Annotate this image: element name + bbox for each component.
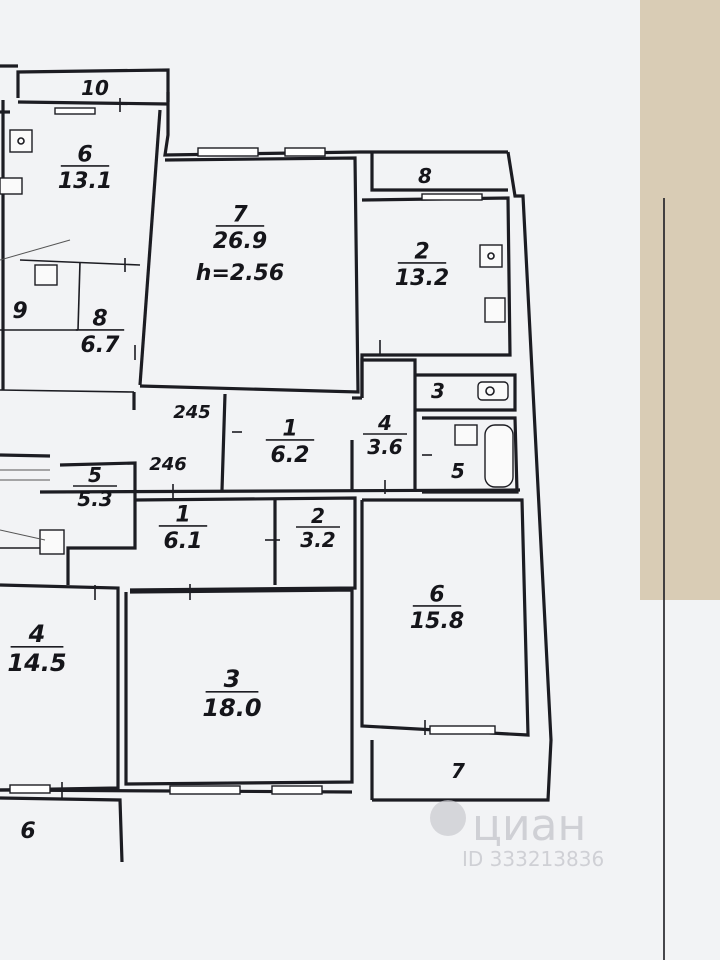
fixture-detail [17, 137, 25, 145]
balcony-8-wall [370, 152, 508, 192]
outer-wall-top [163, 92, 508, 157]
room-area: 3.6 [367, 435, 403, 459]
room5-walls [422, 416, 519, 494]
corridor-top-wall [0, 389, 135, 393]
door-marks [61, 98, 432, 798]
room-number: 5 [451, 459, 465, 483]
kitchen-sink-icon [479, 244, 503, 268]
room7-walls [139, 156, 360, 394]
room-area: 6.1 [164, 529, 203, 554]
room6-top-wall [17, 100, 169, 106]
room-number: 9 [12, 299, 27, 324]
window [271, 785, 323, 795]
room-number: 7 [232, 203, 248, 228]
sink-icon [454, 424, 478, 446]
vent-shaft-icon [39, 529, 65, 555]
kitchen-sink-icon [9, 129, 33, 153]
room-area: 13.1 [58, 169, 112, 194]
room1b-walls [129, 496, 357, 592]
stove-icon [484, 297, 506, 323]
toilet-icon [477, 381, 509, 401]
window [9, 784, 51, 794]
window [197, 147, 259, 157]
room-number: 2 [414, 240, 429, 265]
room3-walls [415, 373, 517, 412]
room5b-walls [59, 461, 137, 585]
window [284, 147, 326, 157]
room-area: 13.2 [395, 266, 449, 291]
room-number: 6 [20, 819, 35, 844]
room-number: 3 [224, 665, 241, 693]
room-number: 5 [88, 463, 102, 487]
room-number: 6 [77, 143, 92, 168]
room-number: 1 [282, 417, 297, 442]
room-number: 6 [429, 583, 444, 608]
watermark-id: ID 333213836 [462, 847, 604, 871]
dimension-labels: 245 246 [149, 402, 211, 475]
room-area: 26.9 [213, 229, 267, 254]
window [169, 785, 241, 795]
room-number: 3 [431, 379, 445, 403]
room-area: 14.5 [7, 649, 66, 677]
room-area: 15.8 [410, 609, 464, 634]
balcony-6c-wall [0, 796, 124, 863]
stove-icon [0, 177, 23, 195]
room1-left-wall [220, 393, 227, 491]
stairs-icon [0, 239, 71, 541]
watermark-brand: циан [472, 800, 586, 851]
room6-right-wall [138, 109, 162, 386]
watermark: циан ID 333213836 [430, 800, 604, 871]
dimension-value: 245 [173, 402, 211, 423]
room-area: 5.3 [77, 487, 112, 511]
wall-seg [0, 453, 51, 458]
room4b-walls [0, 583, 120, 792]
room-number: 2 [311, 504, 325, 528]
watermark-logo-icon [430, 800, 466, 836]
room4-walls [360, 358, 417, 490]
room-number: 4 [377, 411, 392, 435]
room6b-walls [360, 498, 530, 737]
window [429, 725, 496, 735]
room9-right-wall [77, 261, 81, 331]
room-number: 7 [451, 759, 465, 783]
room-number: 10 [81, 76, 109, 100]
bathtub-icon [484, 424, 514, 488]
window [54, 107, 96, 115]
room-number: 4 [28, 620, 46, 648]
room-area: 3.2 [300, 528, 335, 552]
dimension-value: 246 [149, 454, 187, 475]
room-area: 18.0 [202, 694, 261, 722]
room-number: 8 [418, 164, 432, 188]
room-number: 1 [175, 503, 190, 528]
room-number: 8 [92, 307, 107, 332]
apartment-divider-wall [39, 488, 521, 494]
outer-wall-right [372, 151, 553, 802]
balcony-10-wall [16, 68, 170, 102]
fixture-detail [485, 386, 495, 396]
vent-shaft-icon [34, 264, 58, 286]
room-area: 6.7 [81, 333, 121, 358]
room3b-walls [124, 588, 354, 786]
room-area: 6.2 [271, 443, 310, 468]
desk-background [640, 0, 720, 600]
ceiling-height: h=2.56 [196, 261, 284, 286]
fixture-detail [487, 252, 495, 260]
window [421, 193, 483, 201]
